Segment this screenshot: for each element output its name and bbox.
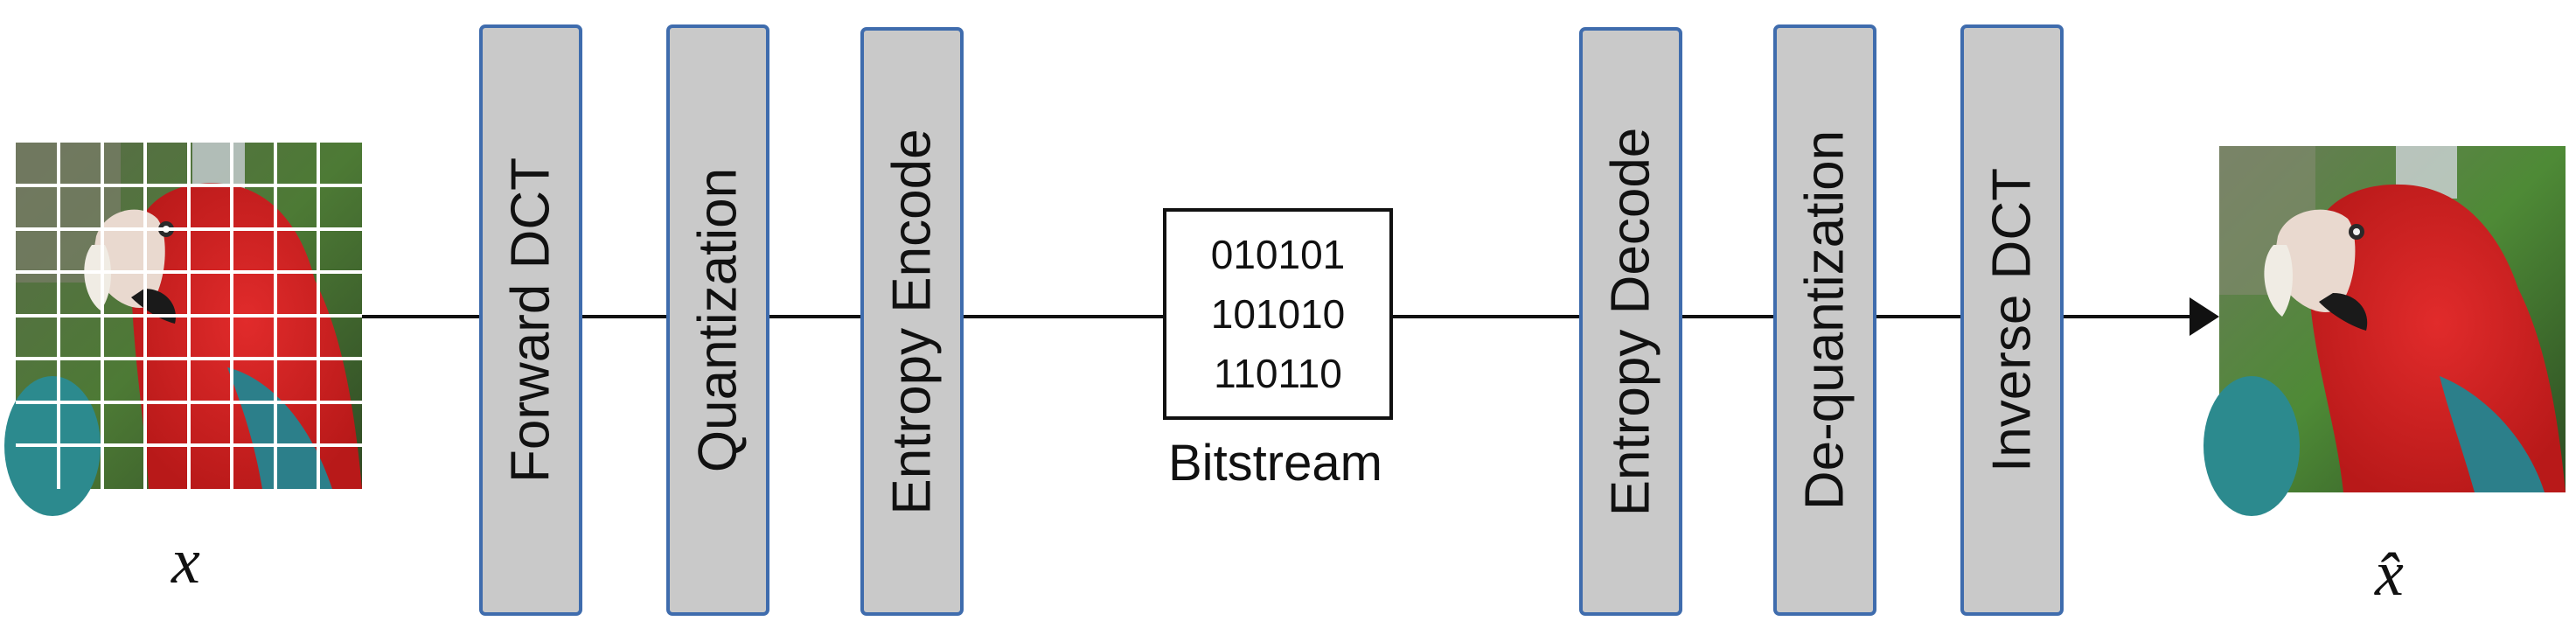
- de-quantization-block: De-quantization: [1773, 24, 1876, 616]
- forward-dct-block: Forward DCT: [479, 24, 582, 616]
- entropy-decode-block: Entropy Decode: [1579, 27, 1682, 616]
- block-grid-overlay: [16, 143, 362, 489]
- bitstream-caption: Bitstream: [1168, 435, 1382, 492]
- block-label: Entropy Encode: [881, 128, 943, 515]
- quantization-block: Quantization: [666, 24, 769, 616]
- bitstream-line: 110110: [1214, 351, 1342, 396]
- bitstream-line: 101010: [1210, 291, 1346, 337]
- output-image: [2204, 146, 2566, 516]
- block-label: Quantization: [687, 167, 748, 473]
- block-label: Forward DCT: [500, 157, 561, 484]
- bitstream-line: 010101: [1210, 232, 1346, 277]
- input-symbol: x: [171, 526, 200, 597]
- bitstream-box: 010101 101010 110110: [1163, 208, 1393, 420]
- block-label: De-quantization: [1794, 129, 1855, 511]
- inverse-dct-block: Inverse DCT: [1960, 24, 2064, 616]
- block-label: Entropy Decode: [1600, 127, 1661, 516]
- output-symbol: x̂: [2375, 538, 2404, 610]
- output-arrowhead: [2190, 297, 2219, 336]
- block-label: Inverse DCT: [1981, 168, 2043, 472]
- entropy-encode-block: Entropy Encode: [860, 27, 964, 616]
